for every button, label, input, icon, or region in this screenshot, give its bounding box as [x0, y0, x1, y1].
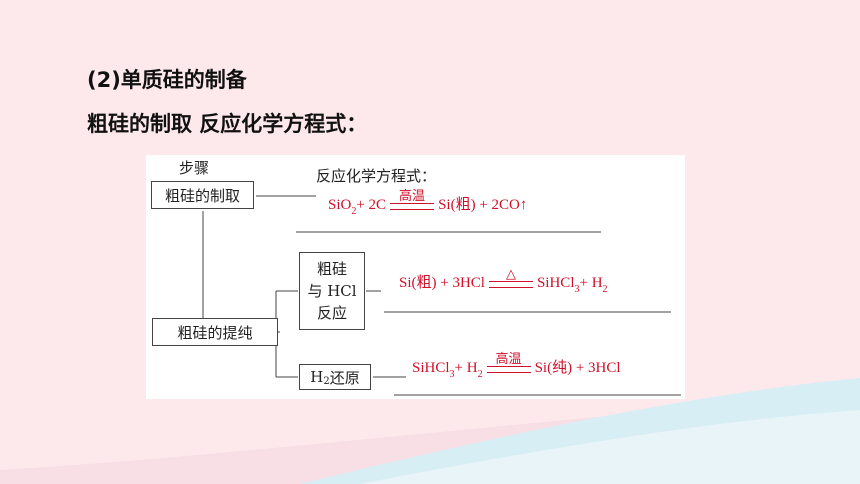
- eq3-double-line: [486, 366, 531, 373]
- eq1-condition: 高温: [390, 188, 435, 214]
- eq1-lhs-b: + 2C: [356, 197, 387, 213]
- eq3-condition: 高温: [486, 351, 531, 377]
- diagram-lines: [202, 195, 681, 396]
- eq2-rhs-a: SiHCl: [536, 275, 575, 291]
- eq2-rhs-sub-b: 2: [602, 284, 608, 295]
- section-subtitle: 粗硅的制取 反应化学方程式：: [87, 112, 368, 136]
- eq3-lhs-sub-a: 3: [449, 369, 455, 380]
- eq2-condition: △: [488, 266, 533, 292]
- sub-step-hcl-line1: 粗硅: [316, 260, 347, 278]
- eq3-rhs: Si(纯) + 3HCl: [534, 360, 621, 376]
- eq2-double-line: [488, 281, 533, 288]
- h2-subscript: 2: [323, 375, 330, 387]
- sub-step-hcl-box: 粗硅 与 HCl 反应: [299, 252, 365, 330]
- eq2-rhs-sub-a: 3: [574, 284, 580, 295]
- eq1-condition-text: 高温: [399, 188, 426, 203]
- sub-step-hcl-line2: 与 HCl: [307, 282, 357, 300]
- step-purification-box: 粗硅的提纯: [152, 318, 278, 346]
- h2-symbol: H: [310, 368, 324, 386]
- sub-step-hcl-line3: 反应: [316, 304, 347, 322]
- eq3-lhs-sub-b: 2: [477, 369, 483, 380]
- eq3-condition-text: 高温: [495, 351, 522, 366]
- eq1-lhs-sub: 2: [351, 206, 357, 217]
- eq1-rhs: Si(粗) + 2CO↑: [438, 197, 528, 213]
- eq2-lhs: Si(粗) + 3HCl: [399, 275, 485, 291]
- eq1-lhs-a: SiO: [328, 197, 352, 213]
- h2-label: 还原: [329, 368, 360, 387]
- steps-header: 步骤: [179, 159, 210, 177]
- step-crude-silicon-box: 粗硅的制取: [151, 181, 254, 209]
- eq1-double-line: [390, 203, 435, 210]
- eq3-lhs-a: SiHCl: [412, 360, 450, 376]
- eq2-rhs-b: + H: [579, 275, 603, 291]
- eq2-condition-text: △: [505, 266, 516, 281]
- equations-header: 反应化学方程式：: [316, 167, 437, 185]
- eq3-lhs-b: + H: [454, 360, 478, 376]
- section-title: (2)单质硅的制备: [87, 68, 247, 92]
